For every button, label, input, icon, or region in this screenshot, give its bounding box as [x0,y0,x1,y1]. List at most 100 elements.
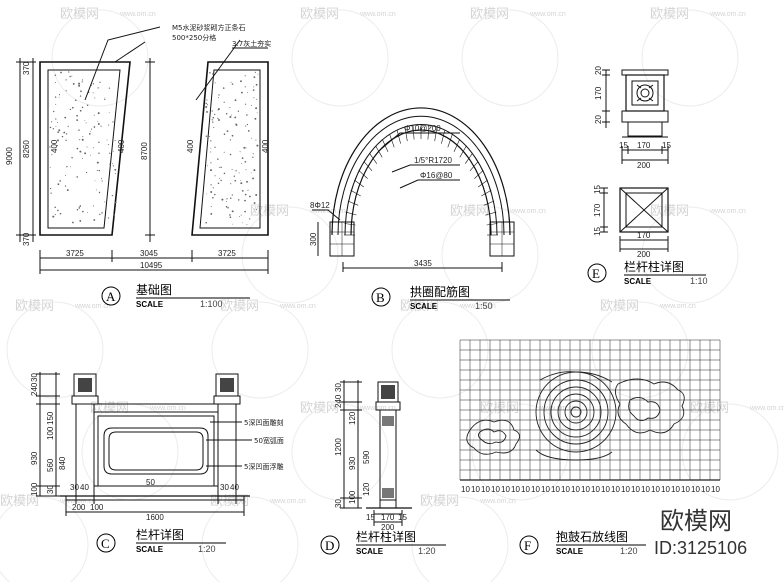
watermark-url: www.om.cn [279,303,316,310]
dim-w-left: 3725 [66,249,84,258]
dim-c-v1: 30 [30,373,39,382]
panel-title-b: 拱圈配筋图 [410,284,470,299]
dim-arch-h: 300 [309,232,318,246]
panel-c-text: 5深凹面雕刻 50宽弧面 5深凹面浮雕 30 240 150 100 930 5… [30,373,284,554]
grid-tick-label: 10 [601,485,610,494]
grid-tick-label: 10 [561,485,570,494]
watermark-url: www.om.cn [709,208,746,215]
scale-ratio-d: 1:20 [418,546,436,556]
grid-tick-label: 10 [621,485,630,494]
grid-tick-label: 10 [661,485,670,494]
grid-tick-label: 10 [501,485,510,494]
right-slab-outline [191,61,269,236]
panel-b-arch-rebar [312,107,515,272]
watermark-url: www.om.cn [509,208,546,215]
dim-d-v1: 30 [334,383,343,392]
dim-400-b: 400 [117,139,126,153]
panel-d-text: 30 240 120 1200 930 590 120 100 30 15 17… [320,383,446,556]
dim-inner-h: 8260 [22,140,31,158]
dim-d-w2: 170 [381,513,395,522]
dim-c-h2: 40 [80,483,89,492]
dim-d-v9: 30 [334,499,343,508]
panel-letter-d: D [325,538,334,553]
dim-d-v2: 240 [334,394,343,408]
dim-c-v9: 100 [30,482,39,496]
watermark-url: www.om.cn [359,405,396,412]
grid-tick-label: 10 [571,485,580,494]
panel-b-text: Φ10@200 1/5°R1720 Φ16@80 8Φ12 3435 300 B… [309,124,510,311]
grid-tick-label: 10 [521,485,530,494]
dim-total-w: 10495 [140,261,163,270]
dim-c-v8: 30 [46,485,55,494]
scale-label-d: SCALE [356,547,384,556]
grid-tick-label: 10 [631,485,640,494]
dim-d-v4: 1200 [334,438,343,456]
dim-span: 3435 [414,259,432,268]
label-circle-b [371,287,391,307]
dim-bottom: 370 [22,232,31,246]
grid-tick-label: 10 [471,485,480,494]
panel-f-drum-stone-grid [459,339,721,481]
dim-c-mid: 50 [146,478,155,487]
note-masonry: M5水泥砂浆砌方正条石 [172,23,246,32]
dim-c-total: 1600 [146,513,164,522]
dim-e-w-total: 200 [637,161,651,170]
dim-e-t1: 20 [594,66,603,75]
dim-e-p1: 15 [593,185,602,194]
grid-tick-label: 10 [481,485,490,494]
dim-e-t2: 170 [594,86,603,100]
dim-c-h5: 30 [220,483,229,492]
grid-tick-label: 10 [641,485,650,494]
watermark-url: www.om.cn [529,11,566,18]
grid-tick-label: 10 [611,485,620,494]
scale-label-b: SCALE [410,302,438,311]
dim-d-v5: 930 [348,456,357,470]
panel-title-e: 栏杆柱详图 [624,259,684,274]
panel-title-a: 基础图 [136,283,172,297]
dim-c-h3: 200 [72,503,86,512]
brand-stamp: 欧模网 ID:3125106 [654,507,747,558]
panel-e-post-detail [600,69,669,252]
dim-d-v8: 100 [348,490,357,504]
dim-e-t3: 20 [594,115,603,124]
note-c-1: 5深凹面雕刻 [244,418,283,427]
panel-title-d: 栏杆柱详图 [356,529,416,544]
watermark-url: www.om.cn [309,208,346,215]
watermark-url: www.om.cn [149,405,186,412]
scale-ratio-c: 1:20 [198,544,216,554]
dim-c-h1: 30 [70,483,79,492]
dim-e-w3: 15 [662,141,671,150]
grid-tick-label: 10 [701,485,710,494]
dim-w-mid: 3045 [140,249,158,258]
label-rebar-1: Φ10@200 [404,124,441,133]
dim-400-d: 400 [261,139,270,153]
scale-ratio-b: 1:50 [475,301,493,311]
panel-title-c: 栏杆详图 [136,527,184,542]
label-rebar-2: Φ16@80 [420,171,453,180]
dim-d-v6: 590 [362,450,371,464]
dim-c-v7: 840 [58,456,67,470]
dim-400-c: 400 [186,139,195,153]
scale-label-a: SCALE [136,300,164,309]
dim-e-pw: 170 [637,231,651,240]
note-soil: 3:7灰土夯实 [232,39,271,48]
grid-tick-label: 10 [541,485,550,494]
panel-letter-b: B [376,290,385,305]
panel-letter-a: A [106,289,116,304]
label-circle-d [320,535,340,555]
brand-id: ID:3125106 [654,538,747,558]
scale-label-c: SCALE [136,545,164,554]
dim-mid-h: 8700 [140,142,149,160]
watermark-url: www.om.cn [659,303,696,310]
note-grid: 500*250分格 [172,33,216,42]
grid-tick-label: 10 [691,485,700,494]
dim-c-v6: 560 [46,458,55,472]
dim-total-h: 9000 [5,147,14,165]
grid-tick-label: 10 [681,485,690,494]
grid-tick-label: 10 [711,485,720,494]
dim-c-h6: 40 [230,483,239,492]
panel-a-text: M5水泥砂浆砌方正条石 500*250分格 3:7灰土夯实 9000 8260 … [5,23,271,309]
dim-d-v7: 120 [362,482,371,496]
dim-c-v5: 930 [30,451,39,465]
